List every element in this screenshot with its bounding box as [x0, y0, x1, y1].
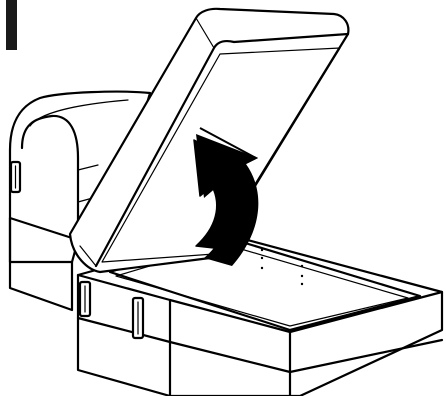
front-handle-left-icon [80, 282, 90, 316]
step-marker-bar [6, 0, 17, 50]
side-handle-icon [11, 162, 20, 192]
front-handle-right-icon [133, 298, 143, 338]
